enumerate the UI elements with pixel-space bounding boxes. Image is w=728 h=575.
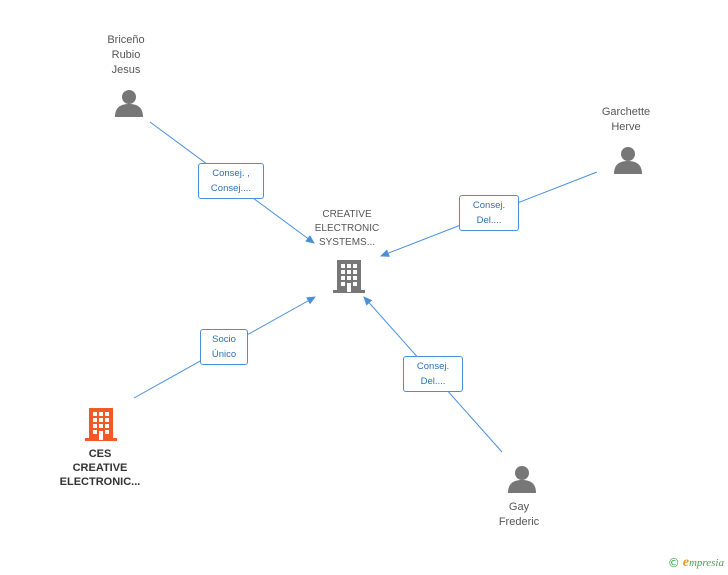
- edge-label-gay[interactable]: Consej. Del....: [403, 356, 463, 392]
- main-company-label-line: ELECTRONIC: [314, 223, 380, 234]
- main-company-label-line: CREATIVE: [322, 209, 372, 220]
- company-label-line: ELECTRONIC...: [59, 476, 141, 488]
- brand-name-text: mpresia: [688, 557, 724, 569]
- company-ces-label[interactable]: CES CREATIVE ELECTRONIC...: [48, 447, 152, 489]
- edge-label-line: Consej. ,: [212, 168, 250, 179]
- building-icon[interactable]: [333, 258, 365, 294]
- edge-label-line: Único: [211, 349, 237, 360]
- main-company-label[interactable]: CREATIVE ELECTRONIC SYSTEMS...: [306, 208, 388, 250]
- edge-label-line: Consej.: [416, 361, 450, 372]
- building-icon[interactable]: [85, 406, 117, 442]
- person-label-line: Garchette: [601, 106, 651, 118]
- person-gay-label[interactable]: Gay Frederic: [479, 500, 559, 530]
- edge-label-line: Consej.: [472, 200, 506, 211]
- edge-label-line: Socio: [212, 334, 236, 345]
- person-icon[interactable]: [114, 88, 144, 118]
- edge-label-ces[interactable]: Socio Único: [200, 329, 248, 365]
- person-label-line: Gay: [508, 501, 530, 513]
- edge-label-line: Del....: [420, 376, 446, 387]
- person-label-line: Rubio: [111, 49, 141, 61]
- brand-name: empresia: [683, 555, 724, 571]
- edge-label-briceno[interactable]: Consej. , Consej....: [198, 163, 264, 199]
- edge-label-line: Del....: [476, 215, 502, 226]
- company-label-line: CES: [88, 448, 112, 460]
- main-company-label-line: SYSTEMS...: [318, 237, 376, 248]
- copyright-icon: ©: [667, 556, 680, 570]
- person-icon[interactable]: [613, 145, 643, 175]
- person-garchette-label[interactable]: Garchette Herve: [586, 105, 666, 135]
- company-label-line: CREATIVE: [72, 462, 128, 474]
- person-icon[interactable]: [507, 464, 537, 494]
- edge-label-line: Consej....: [210, 183, 252, 194]
- person-label-line: Jesus: [111, 64, 141, 76]
- edge-label-garchette[interactable]: Consej. Del....: [459, 195, 519, 231]
- person-briceno-label[interactable]: Briceño Rubio Jesus: [86, 33, 166, 78]
- person-label-line: Frederic: [498, 516, 540, 528]
- person-label-line: Briceño: [107, 34, 145, 46]
- brand-initial: e: [682, 555, 689, 570]
- brand-logo: © empresia: [668, 555, 724, 571]
- person-label-line: Herve: [611, 121, 641, 133]
